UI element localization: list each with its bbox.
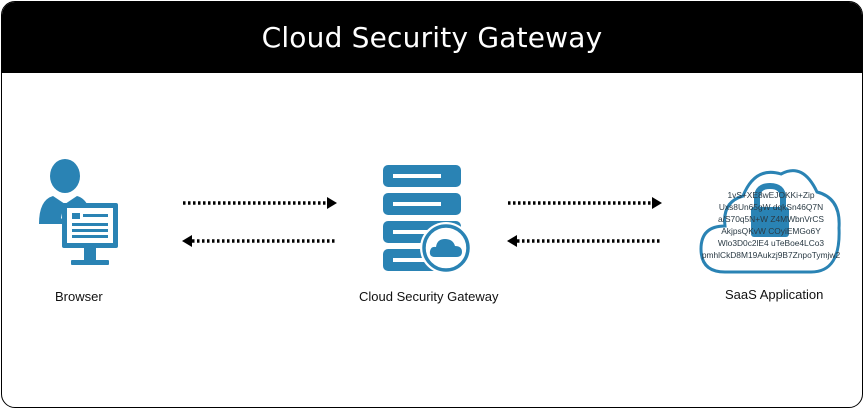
cipher-line: 1vS+XE8wEJOKKi+Zip: [727, 190, 814, 200]
user-at-monitor-icon: [39, 159, 118, 265]
cipher-line: Uxs8Un65gW dqkSn46Q7N: [719, 202, 823, 212]
arrow-gateway-to-browser: [182, 235, 335, 247]
browser-label: Browser: [55, 289, 103, 304]
saas-label: SaaS Application: [725, 287, 824, 302]
gateway-label: Cloud Security Gateway: [359, 289, 499, 304]
arrow-saas-to-gateway: [507, 235, 660, 247]
arrow-browser-to-gateway: [183, 197, 337, 209]
diagram-header: Cloud Security Gateway: [2, 2, 862, 73]
diagram-title: Cloud Security Gateway: [261, 21, 603, 54]
arrow-gateway-to-saas: [508, 197, 662, 209]
cipher-line: a/S70q5N+W Z4MWbnVrCS: [718, 214, 824, 224]
cipher-line: AkjpsQKvW COyiEMGo6Y: [721, 226, 821, 236]
cipher-line: Wlo3D0c2lE4 uTeBoe4LCo3: [718, 238, 824, 248]
cloud-lock-icon: 1vS+XE8wEJOKKi+Zip Uxs8Un65gW dqkSn46Q7N…: [699, 169, 841, 274]
server-stack-cloud-icon: [383, 165, 472, 274]
cipher-line: pmhlCkD8M19Aukzj9B7ZnpoTymjw2: [702, 250, 841, 260]
